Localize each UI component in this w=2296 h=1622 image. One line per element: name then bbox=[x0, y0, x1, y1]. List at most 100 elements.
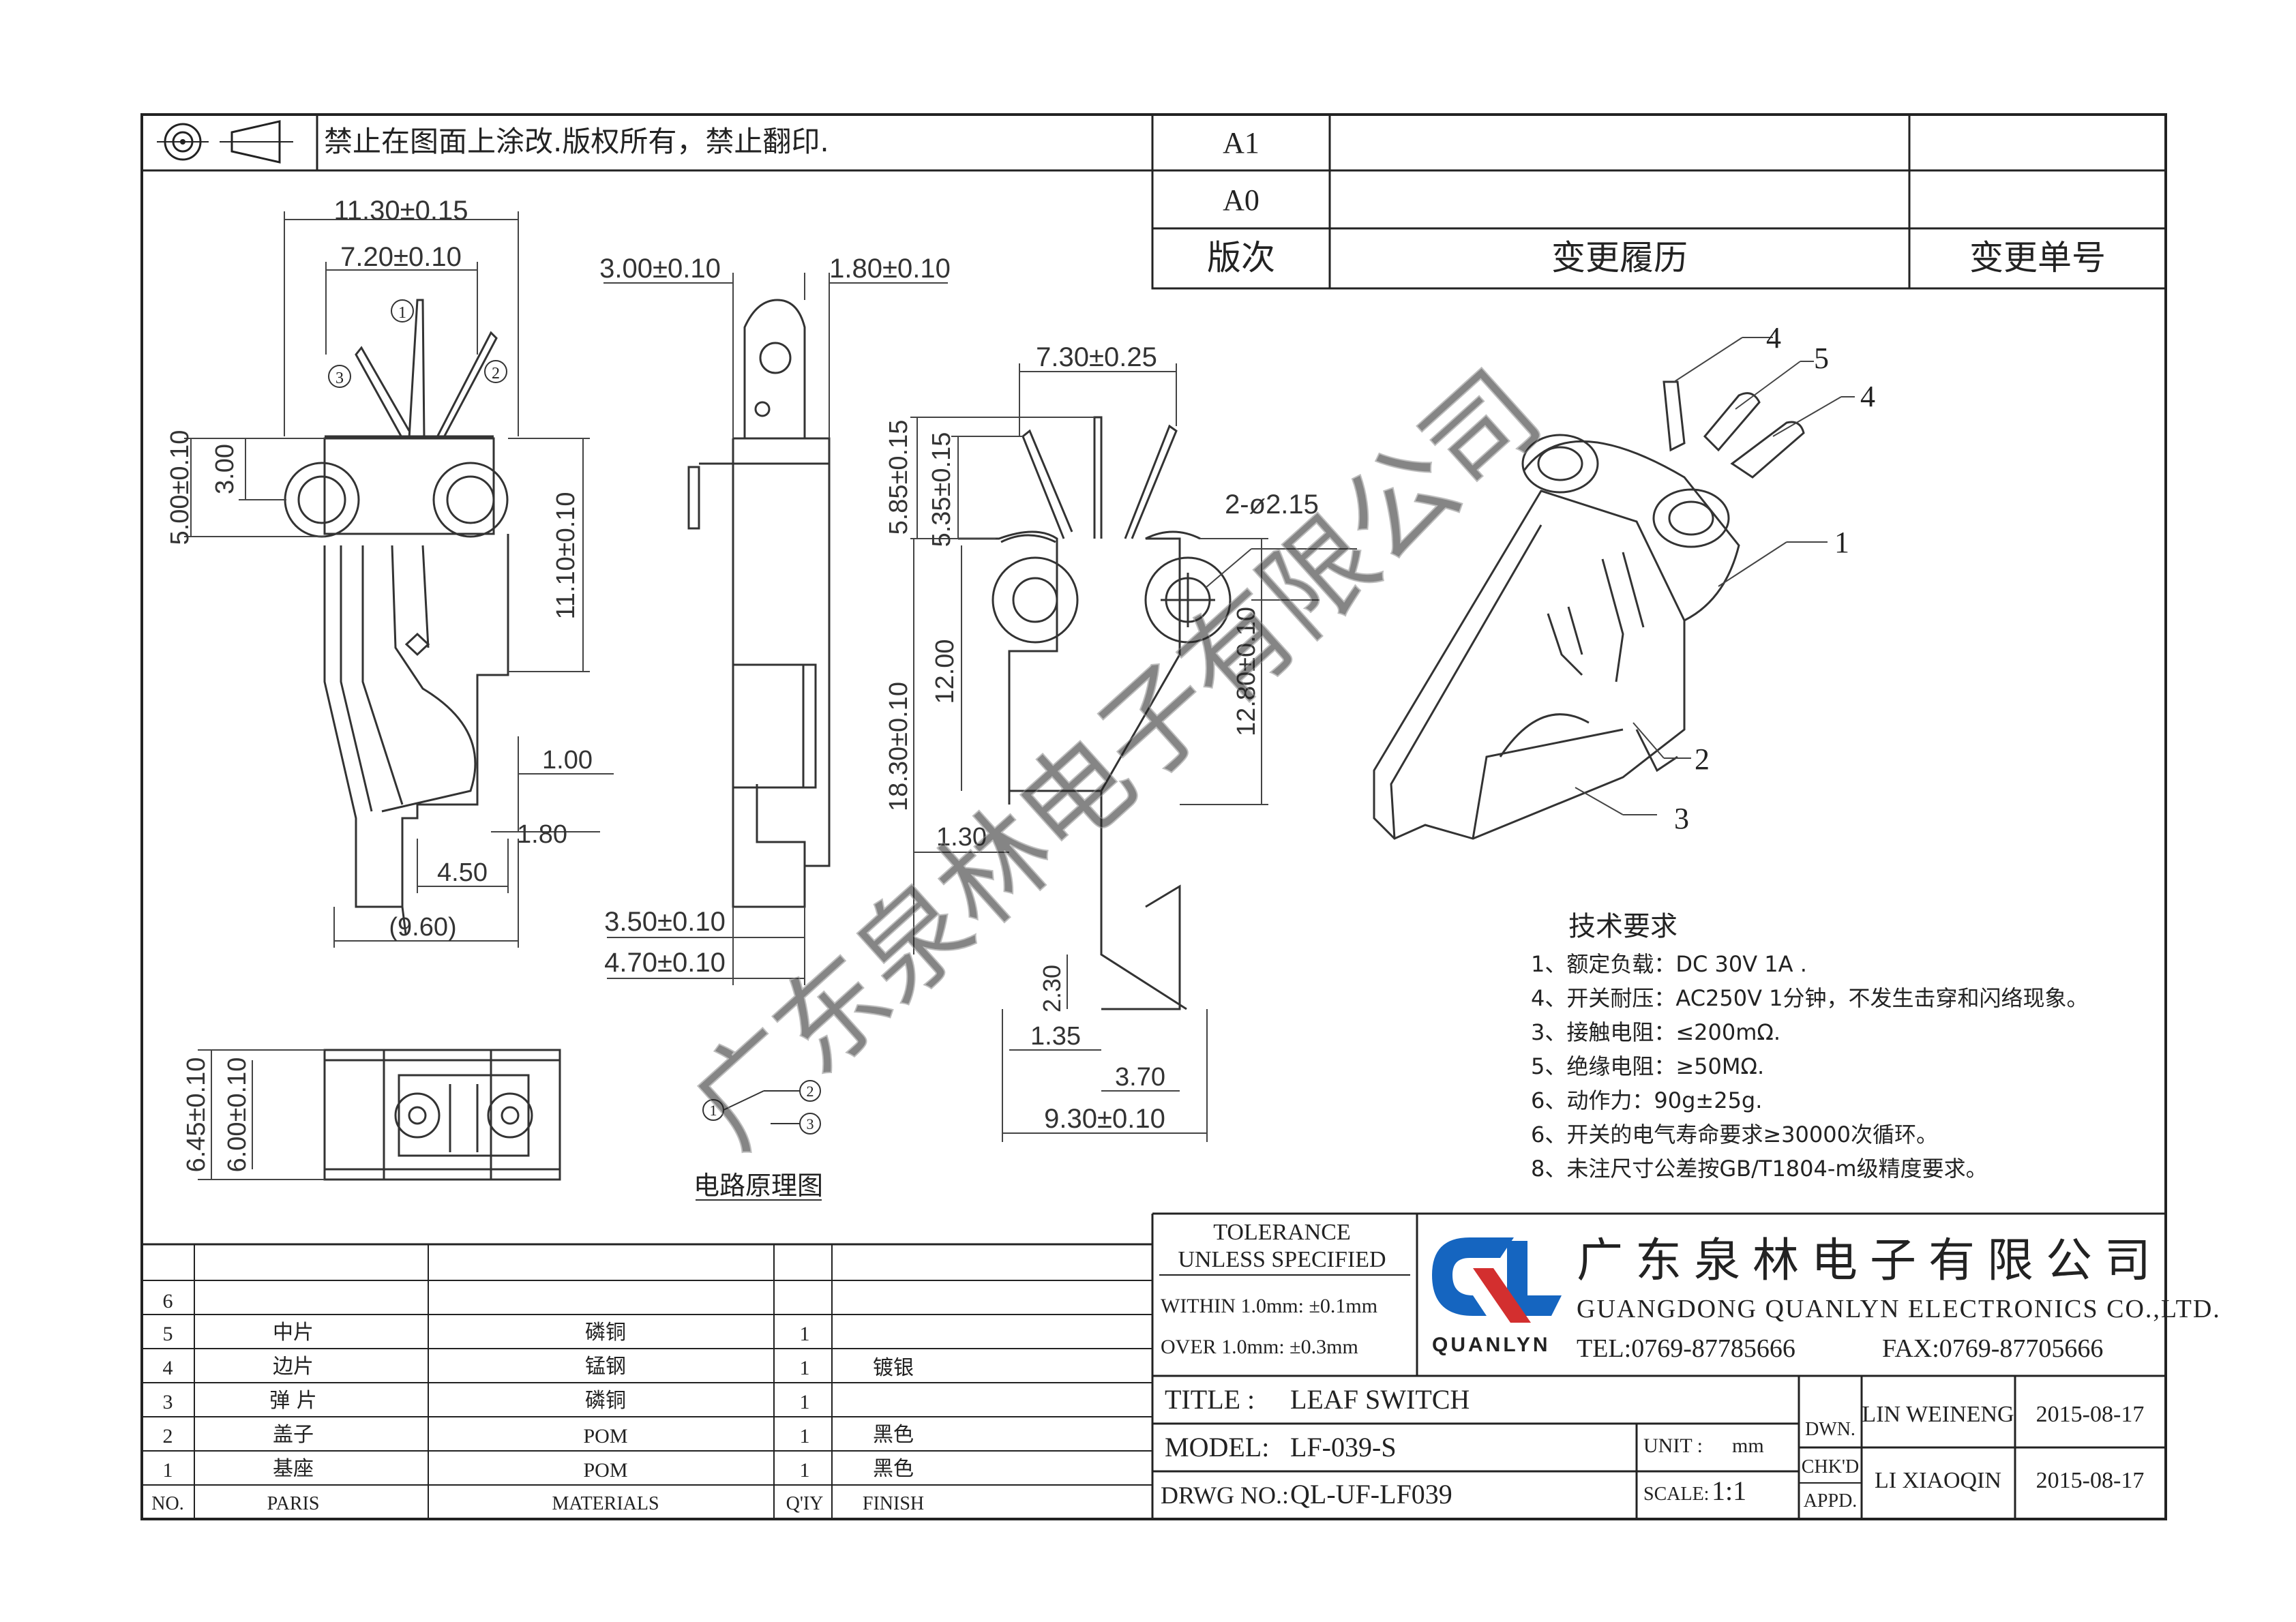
scale-value: 1:1 bbox=[1712, 1475, 1746, 1506]
bottom-view-dims bbox=[198, 1049, 325, 1180]
bom-header-no: NO. bbox=[151, 1493, 183, 1514]
dim-3-50: 3.50±0.10 bbox=[604, 907, 726, 937]
unit-label: UNIT : bbox=[1643, 1435, 1703, 1457]
iso-leaders bbox=[1575, 337, 1855, 815]
checked-date: 2015-08-17 bbox=[2036, 1468, 2145, 1493]
circuit-node-3: 3 bbox=[807, 1115, 814, 1132]
dim-1-80: 1.80 bbox=[517, 820, 567, 849]
tolerance-over: OVER 1.0mm: ±0.3mm bbox=[1161, 1336, 1358, 1358]
bom-no: 3 bbox=[163, 1391, 173, 1413]
dim-7-30: 7.30±0.25 bbox=[1036, 342, 1157, 372]
model-label: MODEL: bbox=[1165, 1432, 1269, 1462]
notice-text: 禁止在图面上涂改.版权所有，禁止翻印. bbox=[324, 125, 829, 158]
circuit-diagram bbox=[696, 1080, 822, 1201]
drawn-date: 2015-08-17 bbox=[2036, 1402, 2145, 1427]
dim-width-11-30: 11.30±0.15 bbox=[334, 196, 468, 226]
rev-header-number: 变更单号 bbox=[1969, 238, 2106, 277]
iso-callout-3: 3 bbox=[1674, 802, 1689, 835]
unit-value: mm bbox=[1732, 1435, 1764, 1457]
requirement-7: 8、未注尺寸公差按GB/T1804-m级精度要求。 bbox=[1531, 1156, 1988, 1182]
circuit-title: 电路原理图 bbox=[694, 1171, 823, 1201]
callout-1: 1 bbox=[398, 304, 406, 322]
dim-width-7-20: 7.20±0.10 bbox=[340, 242, 462, 272]
checked-by: LI XIAOQIN bbox=[1875, 1468, 2001, 1493]
bom-material: 锰钢 bbox=[585, 1355, 626, 1379]
requirement-6: 6、开关的电气寿命要求≥30000次循环。 bbox=[1531, 1122, 1938, 1147]
bom-material: 磷铜 bbox=[585, 1321, 626, 1345]
dim-5-85: 5.85±0.15 bbox=[884, 420, 913, 535]
requirement-5: 6、动作力：90g±25g. bbox=[1531, 1087, 1762, 1113]
bom-part: 边片 bbox=[273, 1355, 314, 1379]
dim-5-00: 5.00±0.10 bbox=[166, 430, 194, 545]
model-value: LF-039-S bbox=[1290, 1432, 1397, 1462]
title-label: TITLE : bbox=[1165, 1384, 1255, 1415]
bom-part: 盖子 bbox=[273, 1423, 314, 1447]
side-view-dims bbox=[603, 273, 948, 985]
dim-18-30: 18.30±0.10 bbox=[884, 682, 913, 811]
requirement-2: 4、开关耐压：AC250V 1分钟，不发生击穿和闪络现象。 bbox=[1531, 985, 2089, 1011]
dim-2-holes: 2-ø2.15 bbox=[1225, 490, 1319, 520]
front-callouts bbox=[328, 299, 507, 388]
drwg-label: DRWG NO.: bbox=[1161, 1482, 1289, 1509]
dim-1-80-side: 1.80±0.10 bbox=[829, 254, 951, 284]
bom-rows: 6 5 中片 磷铜 1 4 边片 锰钢 1 镀银 3 弹 片 磷铜 1 2 盖子… bbox=[151, 1290, 924, 1514]
chk-label: CHK'D bbox=[1802, 1456, 1859, 1477]
copyright-notice: 禁止在图面上涂改.版权所有，禁止翻印. bbox=[142, 115, 1152, 172]
bom-no: 4 bbox=[163, 1357, 173, 1379]
tolerance-within: WITHIN 1.0mm: ±0.1mm bbox=[1161, 1295, 1377, 1317]
dim-1-00: 1.00 bbox=[542, 746, 593, 775]
front-view-dims bbox=[184, 211, 614, 948]
bom-material: POM bbox=[583, 1425, 627, 1447]
title-block-grid bbox=[1152, 1212, 2166, 1519]
dim-12-00: 12.00 bbox=[931, 639, 959, 704]
dim-11-10: 11.10±0.10 bbox=[552, 492, 580, 619]
callout-2: 2 bbox=[492, 365, 500, 382]
dwn-label: DWN. bbox=[1805, 1419, 1855, 1440]
bom-header-qty: Q'IY bbox=[786, 1493, 824, 1514]
bom-no: 6 bbox=[163, 1290, 173, 1312]
company-tel: TEL:0769-87785666 bbox=[1577, 1334, 1795, 1363]
logo-text: QUANLYN bbox=[1432, 1334, 1551, 1356]
dim-3-70: 3.70 bbox=[1115, 1063, 1165, 1092]
revision-table bbox=[1151, 113, 2167, 290]
main-view-dims bbox=[910, 363, 1357, 1142]
iso-callout-1: 1 bbox=[1834, 526, 1849, 559]
scale-label: SCALE: bbox=[1643, 1484, 1709, 1505]
dim-1-35: 1.35 bbox=[1030, 1022, 1081, 1051]
company-name-cn: 广东泉林电子有限公司 bbox=[1577, 1234, 2163, 1288]
requirement-3: 3、接触电阻：≤200mΩ. bbox=[1531, 1019, 1780, 1045]
main-view bbox=[958, 416, 1232, 1010]
iso-callout-4b: 4 bbox=[1860, 380, 1875, 413]
dim-2-30: 2.30 bbox=[1038, 965, 1066, 1012]
dim-6-45: 6.45±0.10 bbox=[182, 1057, 211, 1173]
bom-finish: 黑色 bbox=[873, 1423, 914, 1447]
bom-part: 弹 片 bbox=[269, 1389, 317, 1413]
dim-6-00: 6.00±0.10 bbox=[223, 1057, 252, 1173]
dim-1-30: 1.30 bbox=[936, 823, 987, 852]
bom-qty: 1 bbox=[800, 1357, 810, 1379]
requirements-title: 技术要求 bbox=[1568, 911, 1678, 942]
bom-material: POM bbox=[583, 1459, 627, 1482]
bom-header-part: PARIS bbox=[267, 1493, 320, 1514]
dim-4-50: 4.50 bbox=[437, 858, 488, 887]
circuit-node-1: 1 bbox=[710, 1102, 717, 1119]
rev-header-history: 变更履历 bbox=[1551, 238, 1688, 277]
bom-finish: 镀银 bbox=[873, 1356, 914, 1380]
bom-qty: 1 bbox=[800, 1391, 810, 1413]
bom-finish: 黑色 bbox=[873, 1457, 914, 1481]
bom-header-material: MATERIALS bbox=[552, 1493, 659, 1514]
tolerance-sub: UNLESS SPECIFIED bbox=[1178, 1247, 1386, 1272]
tolerance-title: TOLERANCE bbox=[1213, 1220, 1350, 1245]
bom-qty: 1 bbox=[800, 1323, 810, 1345]
bottom-view bbox=[323, 1049, 561, 1181]
projection-symbol-icon bbox=[157, 120, 293, 164]
dim-3-00: 3.00 bbox=[211, 444, 239, 494]
bom-no: 2 bbox=[163, 1425, 173, 1447]
appd-label: APPD. bbox=[1804, 1490, 1858, 1512]
drawing-title: LEAF SWITCH bbox=[1290, 1384, 1470, 1415]
dim-4-70: 4.70±0.10 bbox=[604, 948, 726, 978]
drawn-by: LIN WEINENG bbox=[1862, 1402, 2014, 1427]
rev-header-version: 版次 bbox=[1207, 238, 1275, 277]
side-view bbox=[687, 299, 831, 908]
dim-9-60: (9.60) bbox=[389, 913, 456, 942]
